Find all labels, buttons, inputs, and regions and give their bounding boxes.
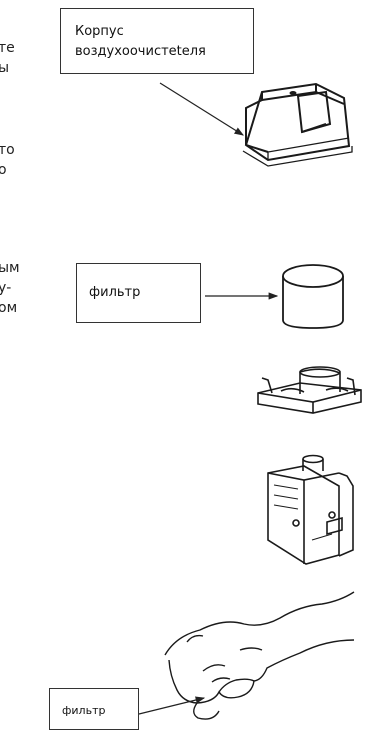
filter-holder-frame-drawing <box>257 366 362 414</box>
filter-label-top: фильтр <box>89 285 141 300</box>
fragment-line: о <box>0 162 7 178</box>
filter-cartridge-drawing <box>282 264 344 329</box>
fragment-line: ым <box>0 260 20 276</box>
filter-callout-top: фильтр <box>76 263 201 323</box>
housing-callout: Корпус воздухоочистеteля <box>60 8 254 74</box>
housing-label-line2: воздухоочистеteля <box>75 44 206 59</box>
text-fragment-1: те ы <box>0 38 15 78</box>
fragment-line: у- <box>0 280 12 296</box>
housing-label-line1: Корпус <box>75 24 124 39</box>
gloved-hand-drawing <box>164 591 355 720</box>
text-fragment-3: ым у- ом <box>0 258 20 318</box>
purifier-housing-drawing <box>242 82 353 167</box>
fragment-line: ом <box>0 300 18 316</box>
fragment-line: ы <box>0 60 10 76</box>
bottom-filter-leader-arrow <box>138 696 206 715</box>
fragment-line: то <box>0 142 15 158</box>
text-fragment-2: то о <box>0 140 15 180</box>
filter-callout-bottom-visible: фильтр <box>49 688 139 730</box>
filter-label-bottom-visible: фильтр <box>62 704 106 717</box>
fragment-line: те <box>0 40 15 56</box>
housing-leader-arrow <box>159 82 245 136</box>
purifier-base-drawing <box>267 454 354 565</box>
